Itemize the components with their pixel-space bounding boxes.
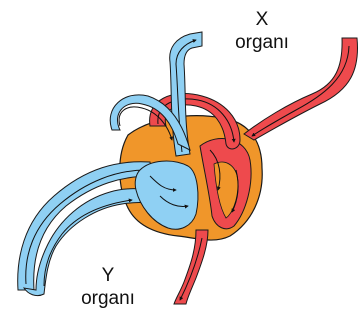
y-organ-word: organı	[70, 287, 146, 310]
x-organ-letter: X	[232, 8, 292, 31]
deoxygenated-vessels	[18, 32, 202, 296]
x-organ-label: X organı	[232, 8, 292, 54]
y-organ-label: Y organı	[70, 264, 146, 310]
y-organ-letter: Y	[70, 264, 146, 287]
x-organ-word: organı	[232, 31, 292, 54]
